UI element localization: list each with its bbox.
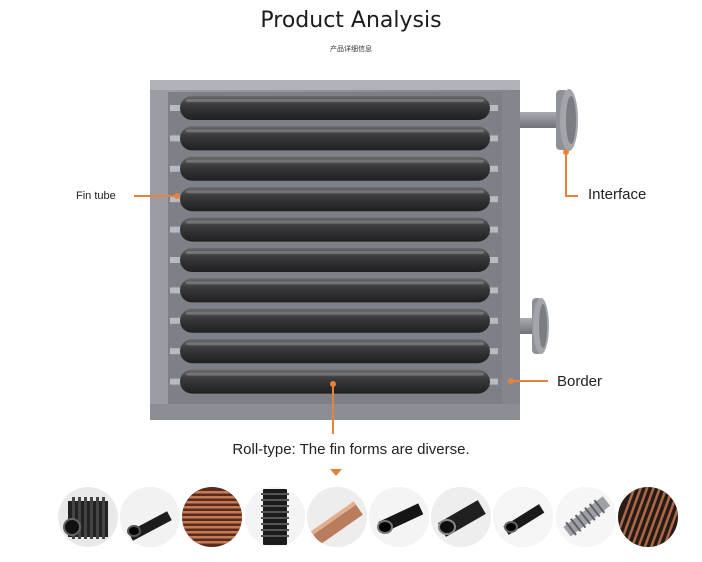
fin-tube-array <box>170 96 498 394</box>
fin-tube-row <box>170 126 498 151</box>
silver-spiral-tube-icon <box>555 487 616 547</box>
roll-type-caption: Roll-type: The fin forms are diverse. <box>232 441 470 458</box>
copper-fin-tube-icon <box>182 487 243 547</box>
black-fin-tube-angle-icon <box>493 487 554 547</box>
fin-tube-label: Fin tube <box>76 190 116 202</box>
fin-tube-row <box>170 339 498 364</box>
interface-pipe-bottom <box>520 298 549 354</box>
black-tube-end-icon <box>369 487 429 547</box>
callout-leaders <box>134 149 578 434</box>
black-spiral-fin-icon <box>244 487 305 547</box>
fin-tube-row <box>170 156 498 181</box>
fin-tube-row <box>170 217 498 242</box>
copper-fin-stack-icon <box>617 487 678 547</box>
fin-tube-row <box>170 248 498 272</box>
fin-tube-row <box>170 308 498 333</box>
fin-tube-row <box>170 187 498 212</box>
fin-form-gallery <box>58 487 678 549</box>
page-title: Product Analysis <box>260 8 442 33</box>
border-label: Border <box>557 373 603 390</box>
fin-tube-row <box>170 96 498 120</box>
black-fin-block-icon <box>58 487 118 547</box>
interface-pipe-top <box>520 89 578 151</box>
interface-label: Interface <box>588 186 647 203</box>
caption-pointer-icon <box>330 469 342 476</box>
page-subtitle: 产品详细信息 <box>330 45 372 53</box>
copper-finned-pipe-icon <box>306 487 367 547</box>
black-tube-on-white-icon <box>120 487 181 547</box>
black-finned-pipe-icon <box>431 487 492 547</box>
fin-tube-row <box>170 278 498 303</box>
